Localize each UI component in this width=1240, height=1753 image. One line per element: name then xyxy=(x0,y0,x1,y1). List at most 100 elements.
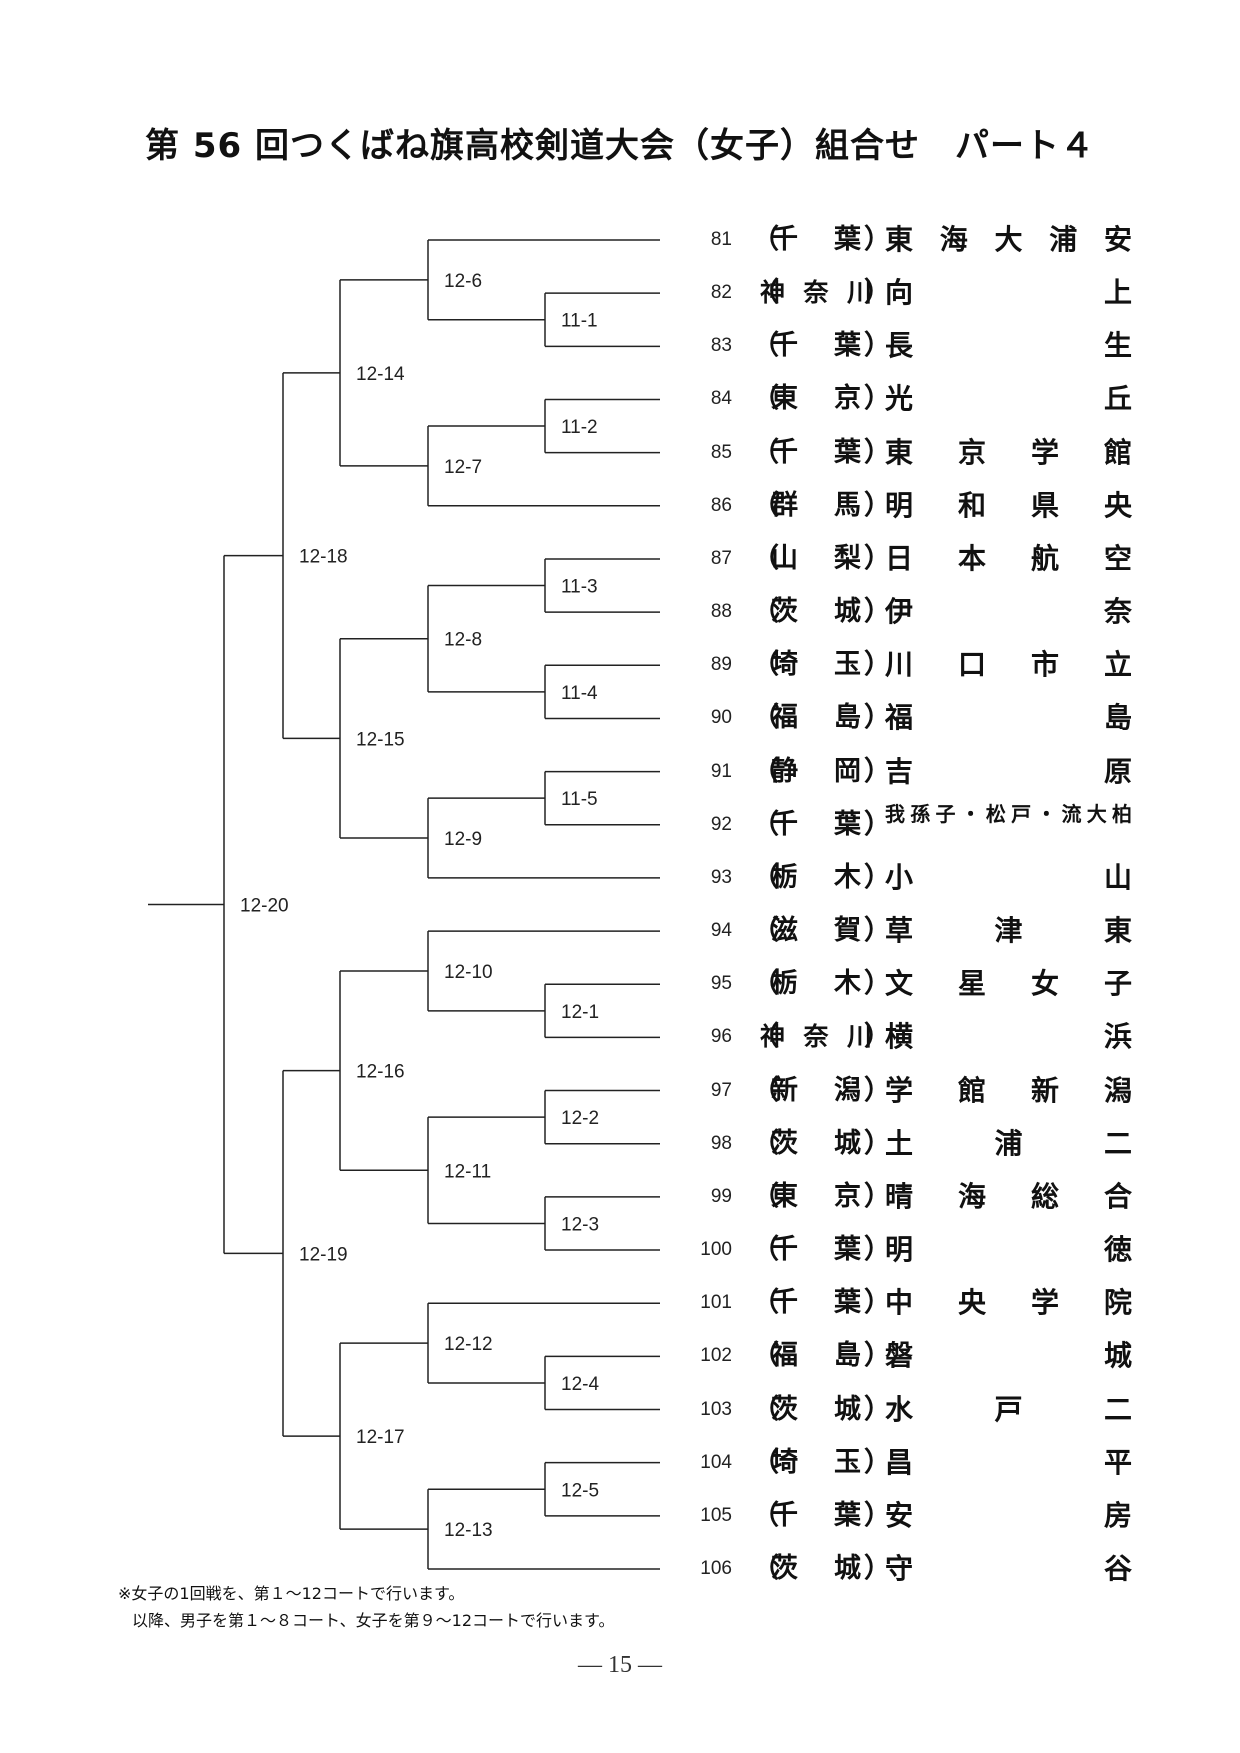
close-paren: ） xyxy=(864,489,891,521)
school-name: 横浜 xyxy=(885,1020,1132,1054)
entry-number: 83 xyxy=(710,335,732,357)
open-paren: （ xyxy=(752,702,779,734)
entry-row: 94（滋賀）草津東 xyxy=(680,911,1132,951)
prefecture: 千葉 xyxy=(771,1287,861,1319)
close-paren: ） xyxy=(864,383,891,415)
entry-row: 92（千葉）我孫子・松戸・流大柏 xyxy=(680,801,1132,845)
open-paren: （ xyxy=(752,436,779,468)
entry-number: 81 xyxy=(710,229,732,250)
page-title: 第 56 回つくばね旗高校剣道大会（女子）組合せ パート４ xyxy=(145,126,1095,166)
entry-row: 97（新潟）学館新潟 xyxy=(680,1071,1132,1111)
entry-row: 100（千葉）明徳 xyxy=(680,1230,1132,1270)
prefecture: 千葉 xyxy=(771,330,861,362)
close-paren: ） xyxy=(864,1340,891,1372)
close-paren: ） xyxy=(864,1021,891,1053)
close-paren: ） xyxy=(864,1553,891,1584)
prefecture: 茨城 xyxy=(771,1127,861,1159)
school-name: 学館新潟 xyxy=(885,1073,1132,1107)
match-label: 12-20 xyxy=(240,896,289,917)
match-label: 11-1 xyxy=(561,311,598,332)
prefecture: 山梨 xyxy=(771,542,861,574)
close-paren: ） xyxy=(864,649,891,681)
school-name: 伊奈 xyxy=(885,595,1132,629)
close-paren: ） xyxy=(864,596,891,628)
match-label: 11-3 xyxy=(561,577,598,598)
match-label: 12-4 xyxy=(561,1374,599,1395)
entry-row: 90（福島）福島 xyxy=(680,698,1132,738)
close-paren: ） xyxy=(864,861,891,893)
open-paren: （ xyxy=(752,861,779,893)
entry-row: 84 （東京）光丘 xyxy=(680,379,1132,419)
entry-number: 102 xyxy=(700,1345,732,1367)
open-paren: （ xyxy=(752,1340,779,1372)
school-name: 吉原 xyxy=(885,754,1132,788)
prefecture: 茨城 xyxy=(771,1393,861,1425)
prefecture: 福島 xyxy=(771,1340,861,1372)
school-name: 昌平 xyxy=(885,1445,1132,1479)
entry-row: 93（栃木）小山 xyxy=(680,858,1132,898)
entry-row: 103（茨城）水戸二 xyxy=(680,1390,1132,1430)
match-label: 11-5 xyxy=(561,789,598,810)
close-paren: ） xyxy=(864,1499,891,1531)
prefecture: 千葉 xyxy=(771,808,861,840)
school-name: 明徳 xyxy=(885,1233,1132,1267)
entry-number: 89 xyxy=(710,654,732,676)
school-name: 晴海総合 xyxy=(885,1179,1132,1213)
entry-number: 95 xyxy=(710,973,732,995)
open-paren: （ xyxy=(752,224,779,255)
school-name: 明和県央 xyxy=(885,488,1132,522)
school-name: 福島 xyxy=(885,701,1132,735)
match-label: 12-19 xyxy=(299,1244,348,1265)
open-paren: （ xyxy=(752,596,779,628)
school-name: 磐城 xyxy=(885,1339,1132,1373)
entry-number: 85 xyxy=(710,441,732,463)
prefecture: 栃木 xyxy=(771,861,861,893)
match-label: 12-7 xyxy=(444,457,482,478)
close-paren: ） xyxy=(864,542,891,574)
close-paren: ） xyxy=(864,755,891,787)
match-label: 12-14 xyxy=(356,364,405,385)
school-name: 光丘 xyxy=(885,382,1132,416)
page-number: — 15 — xyxy=(578,1652,662,1678)
match-label: 12-9 xyxy=(444,829,482,850)
open-paren: （ xyxy=(752,383,779,415)
close-paren: ） xyxy=(864,915,891,947)
match-label: 12-11 xyxy=(444,1161,491,1182)
entry-number: 100 xyxy=(700,1239,732,1261)
school-name: 草津東 xyxy=(885,914,1132,948)
tournament-bracket: 11-112-611-212-712-1411-311-412-811-512-… xyxy=(148,239,660,1570)
entry-number: 87 xyxy=(710,547,732,569)
close-paren: ） xyxy=(864,1074,891,1106)
entry-row: 102 （福島）磐城 xyxy=(680,1336,1132,1376)
prefecture: 滋賀 xyxy=(771,915,861,947)
prefecture: 群馬 xyxy=(771,489,861,521)
entry-number: 106 xyxy=(700,1558,732,1579)
entry-number: 92 xyxy=(710,813,732,835)
open-paren: （ xyxy=(752,1074,779,1106)
school-name: 向上 xyxy=(885,276,1132,310)
prefecture: 千葉 xyxy=(771,224,861,255)
entry-number: 99 xyxy=(710,1185,732,1207)
match-label: 12-1 xyxy=(561,1002,599,1023)
open-paren: （ xyxy=(752,1287,779,1319)
entry-row: 83（千葉）長生 xyxy=(680,326,1132,366)
school-name: 我孫子・松戸・流大柏 xyxy=(885,801,1132,826)
close-paren: ） xyxy=(864,1234,891,1266)
match-label: 12-15 xyxy=(356,729,405,750)
open-paren: （ xyxy=(752,1446,779,1478)
entry-number: 90 xyxy=(710,707,732,729)
close-paren: ） xyxy=(864,808,891,840)
entry-row: 104（埼玉）昌平 xyxy=(680,1443,1132,1483)
open-paren: （ xyxy=(752,542,779,574)
open-paren: （ xyxy=(752,755,779,787)
prefecture: 栃木 xyxy=(771,968,861,1000)
school-name: 土浦二 xyxy=(885,1126,1132,1160)
prefecture: 東京 xyxy=(771,383,861,415)
open-paren: （ xyxy=(752,1234,779,1266)
match-label: 12-10 xyxy=(444,962,493,983)
entry-number: 101 xyxy=(700,1292,732,1314)
entry-row: 105（千葉）安房 xyxy=(680,1496,1132,1536)
school-name: 東京学館 xyxy=(885,435,1132,469)
entry-number: 84 xyxy=(710,388,732,410)
